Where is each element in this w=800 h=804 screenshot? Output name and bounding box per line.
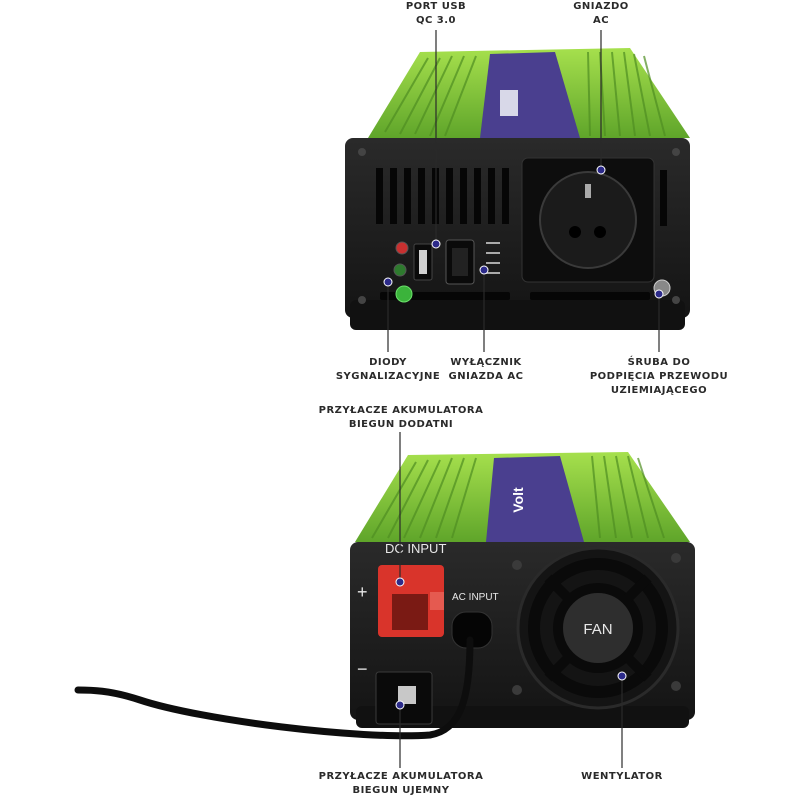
cooling-fins (384, 51, 666, 137)
callout-battery-positive-line1: PRZYŁACZE AKUMULATORA (318, 405, 484, 416)
inverter-front-view (345, 48, 690, 330)
socket-hole-left (569, 226, 581, 238)
callout-ground-screw: ŚRUBA DO PODPIĘCIA PRZEWODU UZIEMIAJĄCEG… (586, 356, 732, 398)
dc-input-label: DC INPUT (385, 541, 446, 556)
plus-sign: + (357, 582, 368, 602)
brand-stripe-bottom (486, 456, 584, 542)
positive-terminal-socket (392, 594, 428, 630)
ac-switch-rocker (452, 248, 468, 276)
callout-battery-positive-line2: BIEGUN DODATNI (348, 419, 454, 430)
callout-ground-screw-line3: UZIEMIAJĄCEGO (610, 385, 708, 396)
led-red (395, 241, 409, 255)
leader-lines (387, 30, 660, 768)
callout-usb-port-line2: QC 3.0 (415, 15, 457, 26)
positive-terminal-clip (430, 592, 444, 610)
callout-ac-socket-line1: GNIAZDO (573, 1, 629, 12)
power-cable (74, 636, 474, 740)
ac-socket (539, 171, 637, 269)
callout-battery-negative-line2: BIEGUN UJEMNY (352, 785, 450, 796)
callout-ground-screw-line2: PODPIĘCIA PRZEWODU (589, 371, 729, 382)
callout-usb-port: PORT USB QC 3.0 (393, 0, 479, 28)
callout-fan: WENTYLATOR (568, 770, 676, 784)
callout-battery-negative: PRZYŁACZE AKUMULATORA BIEGUN UJEMNY (316, 770, 486, 798)
corner-screw (512, 685, 522, 695)
callout-battery-negative-line1: PRZYŁACZE AKUMULATORA (318, 771, 484, 782)
callout-leds: DIODY SYGNALIZACYJNE (326, 356, 450, 384)
corner-screw (671, 553, 681, 563)
usb-port-tongue (419, 250, 427, 274)
brand-stripe-top (480, 52, 580, 138)
callout-ac-switch-line2: GNIAZDA AC (448, 371, 524, 382)
vent-slots (376, 168, 667, 300)
ground-pin (585, 184, 591, 198)
brand-logo: Volt (510, 487, 526, 513)
spec-label (500, 90, 518, 116)
callout-ac-switch-line1: WYŁĄCZNIK (450, 357, 522, 368)
led-green-2 (395, 285, 413, 303)
led-green-1 (393, 263, 407, 277)
socket-hole-right (594, 226, 606, 238)
fan-label: FAN (583, 621, 612, 638)
callout-leds-line1: DIODY (369, 357, 407, 368)
fan-grill-ring-outer (528, 558, 668, 698)
corner-screw (672, 148, 680, 156)
switch-markings (486, 242, 500, 274)
corner-screw (358, 148, 366, 156)
callout-leds-line2: SYGNALIZACYJNE (335, 371, 441, 382)
callout-ac-socket-line2: AC (592, 15, 610, 26)
callout-fan-line1: WENTYLATOR (581, 771, 663, 782)
callout-ground-screw-line1: ŚRUBA DO (627, 357, 691, 368)
fan-grill-spokes (544, 574, 652, 682)
minus-sign: − (357, 659, 368, 679)
corner-screw (672, 296, 680, 304)
ac-input-label: AC INPUT (452, 592, 499, 603)
negative-terminal-socket (398, 686, 416, 704)
callout-battery-positive: PRZYŁACZE AKUMULATORA BIEGUN DODATNI (316, 404, 486, 432)
callout-ac-switch: WYŁĄCZNIK GNIAZDA AC (440, 356, 532, 384)
corner-screw (671, 681, 681, 691)
fan-hub (553, 583, 643, 673)
inverter-rear-view: Volt DC INPUT AC INPUT + − (74, 452, 695, 740)
callout-ac-socket: GNIAZDO AC (566, 0, 636, 28)
corner-screw (512, 560, 522, 570)
callout-usb-port-line1: PORT USB (405, 1, 467, 12)
corner-screw (358, 296, 366, 304)
cooling-fins (371, 455, 665, 539)
fan: FAN (516, 546, 680, 710)
callout-markers (383, 165, 664, 710)
